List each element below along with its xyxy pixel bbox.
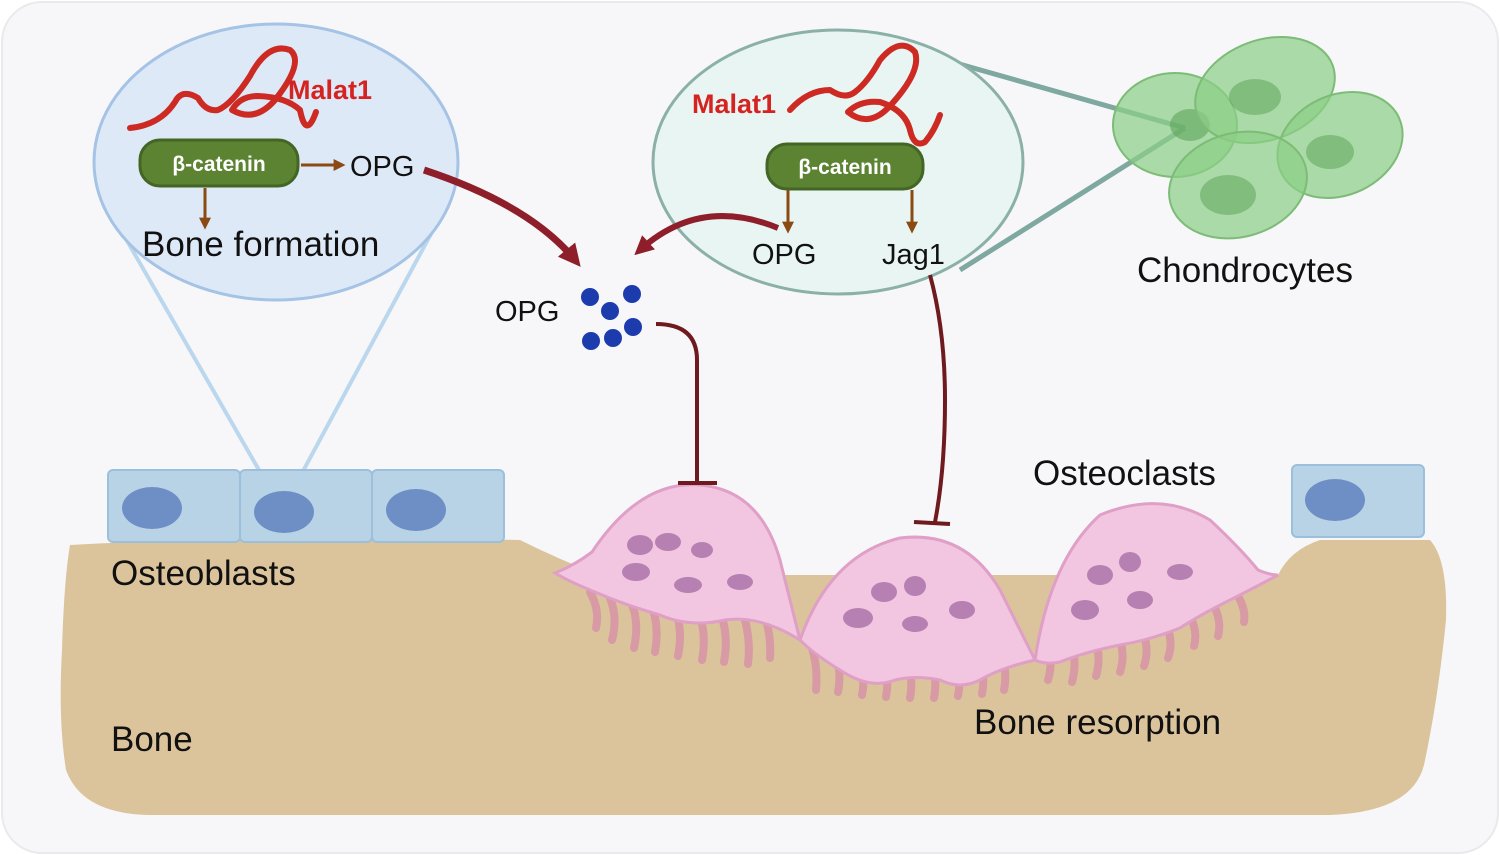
malat1-rna-strand [127,45,319,131]
osteoblast-nucleus [1305,479,1365,521]
osteoclasts-label: Osteoclasts [1033,454,1216,493]
malat1-rna-strand [787,42,943,147]
malat1-label: Malat1 [288,75,372,105]
opg-secretion-arrow [634,213,780,256]
beta-catenin-box [765,142,925,191]
secreted-opg-label: OPG [495,296,559,328]
opg-molecules [581,285,642,350]
right-inset: Malat1 β-catenin OPG Jag1 [651,28,1025,296]
opg-secretion-arrow [422,166,581,267]
opg-label: OPG [350,151,414,183]
osteoblasts-label: Osteoblasts [111,554,296,593]
bone-formation-label: Bone formation [142,225,379,264]
chondrocyte-cell [1168,130,1308,240]
bone-resorption-label: Bone resorption [974,703,1221,742]
osteoclast-cell [1033,502,1279,686]
jag1-label: Jag1 [882,239,945,271]
chondrocyte-cluster [937,35,1404,273]
osteoblast-nucleus [386,489,446,531]
osteoblast-nucleus [254,491,314,533]
osteoblast-nucleus [122,487,182,529]
osteoclast-cell [798,535,1038,702]
bone-label: Bone [111,720,193,759]
opg-inhibition [655,322,717,485]
beta-catenin-label: β-catenin [798,156,891,179]
malat1-label: Malat1 [692,89,776,119]
beta-catenin-label: β-catenin [172,153,265,176]
chondrocytes-label: Chondrocytes [1137,251,1353,290]
chondrocyte-cell [1276,91,1404,199]
opg-label: OPG [752,239,816,271]
beta-catenin-box [138,138,300,188]
jag1-inhibition [913,274,951,526]
left-inset: Malat1 β-catenin OPG Bone formation [92,22,460,302]
osteoblast-cells [107,464,1425,543]
left-projection-lines [120,231,434,511]
osteoclast-cell [551,483,803,668]
